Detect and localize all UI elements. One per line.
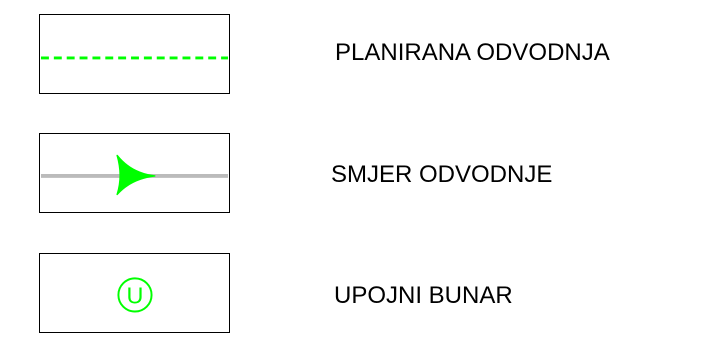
symbol-box-planned-drainage [39, 14, 230, 94]
flow-arrow-icon [40, 154, 229, 196]
symbol-box-infiltration-well: U [39, 253, 230, 333]
symbol-box-drainage-direction [39, 133, 230, 213]
circle-letter-glyph: U [127, 283, 144, 309]
legend-label-drainage-direction: SMJER ODVODNJE [331, 161, 553, 188]
circle-letter-icon: U [117, 277, 153, 313]
dashed-line-icon [40, 56, 229, 60]
legend-label-planned-drainage: PLANIRANA ODVODNJA [335, 39, 610, 66]
legend-label-infiltration-well: UPOJNI BUNAR [334, 282, 513, 309]
